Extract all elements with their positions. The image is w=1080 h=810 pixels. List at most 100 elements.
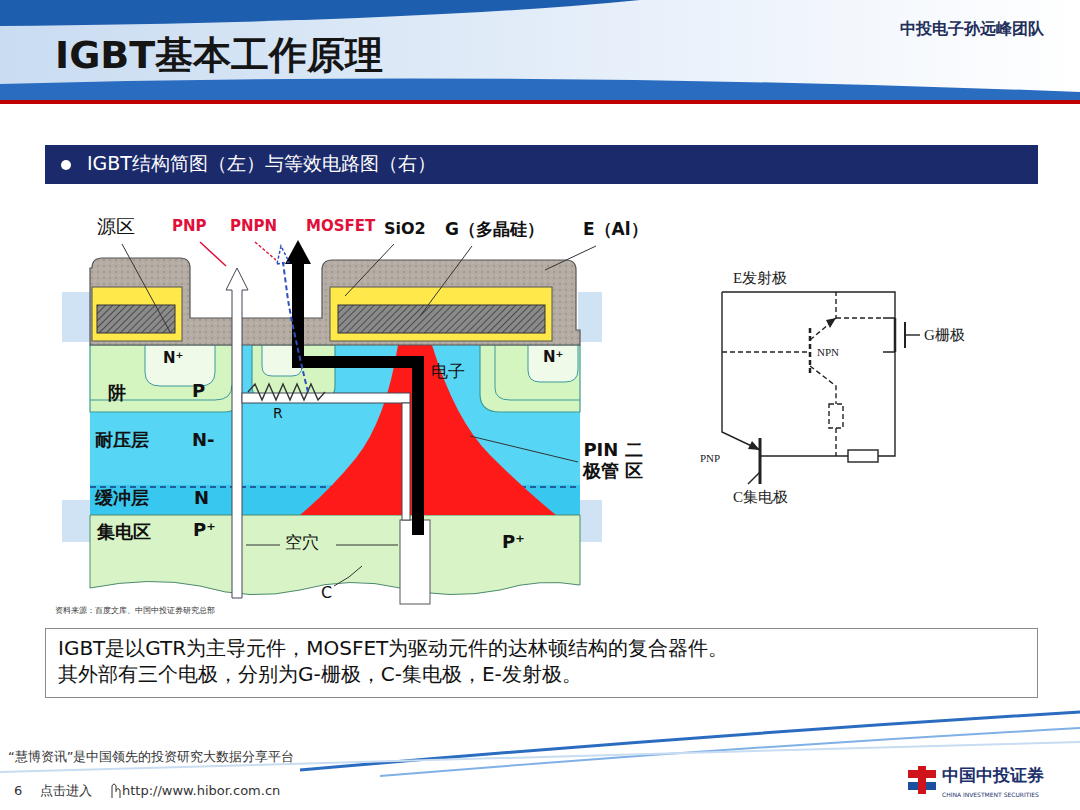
doping-label: N- <box>192 430 215 451</box>
company-name: 中国中投证券 <box>942 766 1044 786</box>
footer-note: “慧博资讯”是中国领先的投资研究大数据分享平台 <box>8 750 294 765</box>
resistor-symbol <box>848 450 878 462</box>
drawing-rect <box>0 100 1080 104</box>
carrier-label: 空穴 <box>285 533 319 553</box>
pnpn-path <box>283 262 308 392</box>
wire <box>878 352 895 456</box>
drawing-path <box>334 566 362 586</box>
p-well <box>480 345 580 412</box>
resistor-label: R <box>273 405 283 421</box>
doping-label: P <box>192 381 205 402</box>
footer-link: 点击进入 <box>40 784 92 799</box>
leader-line <box>122 244 596 586</box>
drawing-line <box>545 246 596 270</box>
doping-label: P⁺ <box>193 520 216 541</box>
hand-icon <box>112 784 120 798</box>
wire <box>748 472 760 484</box>
wire <box>905 334 920 335</box>
part-label: E（Al） <box>583 220 648 240</box>
path-label: PNPN <box>230 218 277 235</box>
poly-gate <box>338 305 545 333</box>
node-text: 其外部有三个电极，分别为G-栅极，C-集电极，E-发射极。 <box>58 661 1025 687</box>
n-plus-source <box>145 345 215 386</box>
gate-oxide <box>92 287 182 341</box>
wire <box>722 292 760 450</box>
drawing-rect <box>578 292 602 342</box>
doping-label: P⁺ <box>502 532 525 553</box>
drawing-line <box>345 244 394 296</box>
pin-diode-region <box>300 345 556 515</box>
drawing-polygon <box>748 441 760 450</box>
p-well <box>90 345 240 412</box>
drawing-line <box>246 545 280 546</box>
drawing-path <box>836 317 883 318</box>
doping-label: N⁺ <box>543 349 563 366</box>
pnp-hole-arrow <box>226 268 248 598</box>
footer-link: http://www.hibor.com.cn <box>122 784 280 799</box>
drawing-path <box>810 292 836 340</box>
part-label: G（多晶硅） <box>445 220 544 240</box>
drawing-polygon <box>277 246 289 264</box>
doping-label: N <box>194 488 209 509</box>
header-band <box>0 0 1080 104</box>
drawing-line <box>255 242 276 260</box>
drawing-rect <box>0 0 1080 100</box>
terminal-label: G栅极 <box>924 327 965 344</box>
part-label: SiO2 <box>384 220 426 238</box>
transistor-label: PNP <box>700 452 720 465</box>
header-note: 中投电子孙远峰团队 <box>900 20 1044 38</box>
company-logo <box>908 766 936 794</box>
carrier-label: 电子 <box>431 362 465 382</box>
hole-path <box>402 403 410 520</box>
mosfet-channel <box>894 318 897 352</box>
slide-title: IGBT基本工作原理 <box>55 30 383 81</box>
layer-label: 耐压层 <box>95 430 149 451</box>
drawing-rect <box>62 500 90 542</box>
emitter-metal <box>90 258 580 345</box>
doping-label: N⁺ <box>163 350 183 367</box>
terminal-label: C集电极 <box>733 489 788 506</box>
section-bar: IGBT结构简图（左）与等效电路图（右） <box>45 145 1038 184</box>
part-label: 源区 <box>97 216 135 238</box>
drawing-path <box>112 784 120 798</box>
resistor-symbol <box>248 384 325 400</box>
transistor-label: NPN <box>817 346 839 359</box>
drawing-line <box>122 244 170 332</box>
drawing-path <box>883 318 895 352</box>
drawing-polygon <box>285 240 311 264</box>
wire <box>760 455 848 456</box>
p-collector <box>90 515 580 595</box>
mosfet-electron-arrow <box>298 262 418 535</box>
igbt-cross-section <box>62 240 602 604</box>
n-plus-source <box>528 345 578 382</box>
page-number: 6 <box>14 784 22 799</box>
terminal-label: C <box>321 584 332 602</box>
node-text: IGBT是以GTR为主导元件，MOSFET为驱动元件的达林顿结构的复合器件。 <box>58 635 1025 661</box>
drawing-line <box>200 242 226 266</box>
drawing-line <box>336 545 398 546</box>
region-label: PIN 二极管 区 <box>582 440 644 481</box>
pnp-base <box>759 438 762 484</box>
leader-line <box>200 242 276 266</box>
path-label: MOSFET <box>306 218 375 235</box>
source-note: 资料来源：百度文库、中国中投证券研究总部 <box>55 606 215 615</box>
drawing-line <box>420 246 472 316</box>
gate-oxide <box>330 287 552 341</box>
node-text: IGBT结构简图（左）与等效电路图（右） <box>87 151 1026 176</box>
drawing-line <box>470 436 578 462</box>
layer-label: 集电区 <box>97 522 151 543</box>
drawing-polygon <box>826 318 836 328</box>
wire <box>722 292 895 318</box>
drawing-rect <box>918 766 926 794</box>
drawing-rect <box>578 500 602 542</box>
drawing-rect <box>62 292 90 342</box>
drawing-path <box>495 345 580 400</box>
hole-path <box>242 393 410 403</box>
drawing-path <box>722 351 810 352</box>
caption-box: IGBT是以GTR为主导元件，MOSFET为驱动元件的达林顿结构的复合器件。其外… <box>45 628 1038 698</box>
layer-label: 阱 <box>108 383 126 404</box>
drawing-path <box>0 79 1080 100</box>
terminal-label: E发射极 <box>733 270 787 287</box>
equivalent-circuit <box>722 292 920 484</box>
layer-label: 缓冲层 <box>95 488 149 509</box>
